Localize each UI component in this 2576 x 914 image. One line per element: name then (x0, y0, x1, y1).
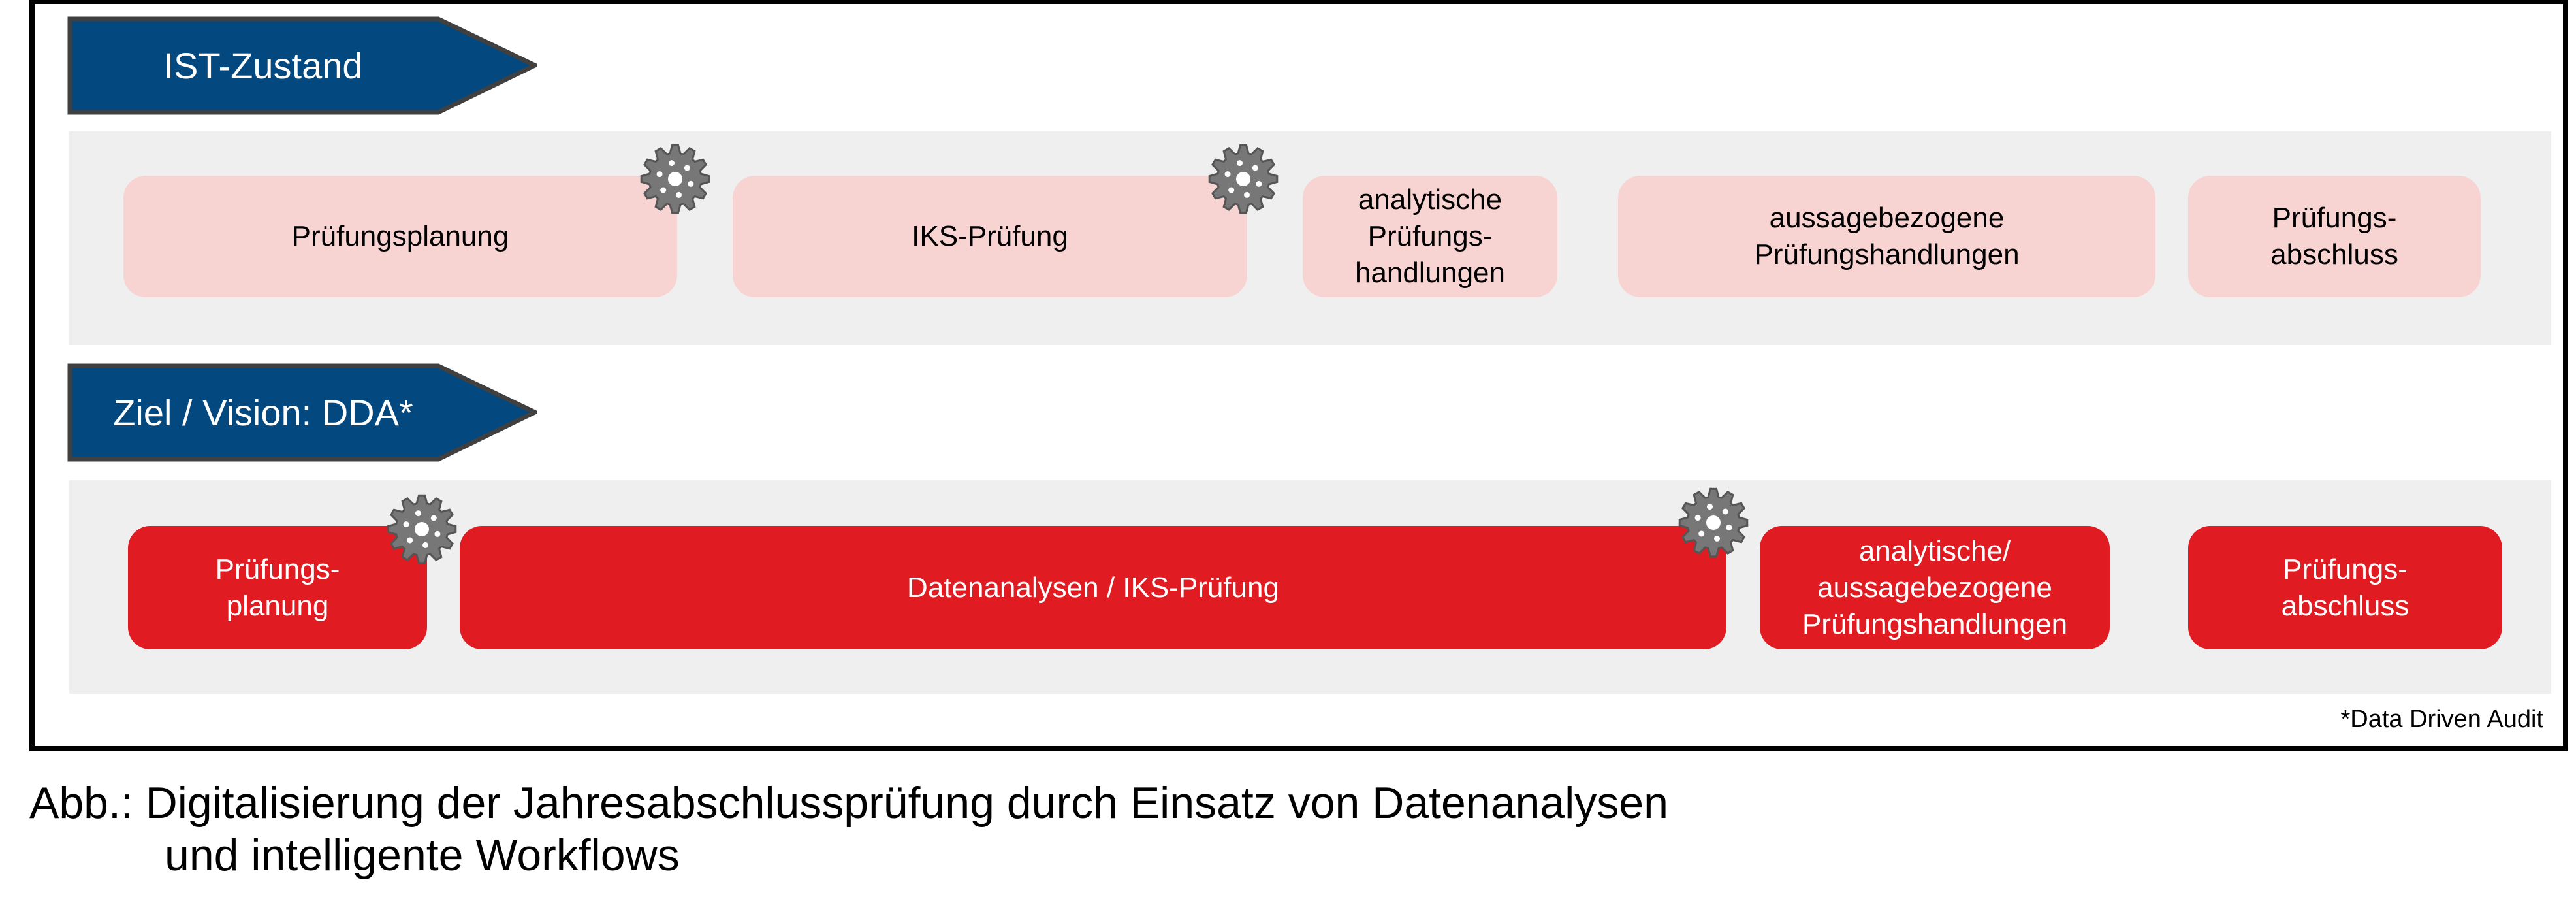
ist-step-analytische: analytische Prüfungs- handlungen (1303, 176, 1557, 297)
ziel-step-datenanalysen: Datenanalysen / IKS-Prüfung (460, 526, 1726, 649)
diagram-frame (29, 0, 2568, 751)
ist-header-arrow: IST-Zustand (67, 16, 537, 115)
ziel-header-arrow: Ziel / Vision: DDA* (67, 363, 537, 462)
ziel-step-pruefungsplanung: Prüfungs- planung (128, 526, 427, 649)
ziel-header-label: Ziel / Vision: DDA* (113, 392, 413, 433)
gear-icon (640, 144, 710, 214)
ist-step-aussagebezogene: aussagebezogene Prüfungshandlungen (1618, 176, 2155, 297)
ziel-step-abschluss: Prüfungs- abschluss (2188, 526, 2502, 649)
ist-step-pruefungsplanung: Prüfungsplanung (123, 176, 677, 297)
footnote: *Data Driven Audit (2340, 706, 2544, 733)
ist-step-abschluss: Prüfungs- abschluss (2188, 176, 2481, 297)
caption-line-1: Abb.: Digitalisierung der Jahresabschlus… (29, 778, 1668, 828)
ziel-step-analytische-aussagebezogene: analytische/ aussagebezogene Prüfungshan… (1760, 526, 2110, 649)
gear-icon (387, 494, 457, 564)
caption-line-2: und intelligente Workflows (165, 830, 680, 880)
gear-icon (1678, 487, 1749, 558)
gear-icon (1208, 144, 1279, 214)
ist-header-label: IST-Zustand (163, 45, 363, 86)
ist-step-iks-pruefung: IKS-Prüfung (733, 176, 1247, 297)
